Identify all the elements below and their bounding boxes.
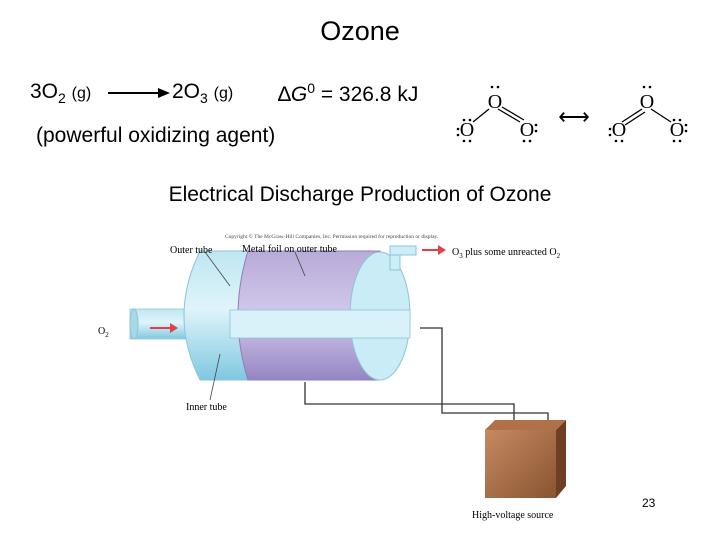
slide-title: Ozone	[320, 16, 400, 46]
gibbs-energy: ∆G0 = 326.8 kJ	[278, 80, 419, 106]
label-source: High-voltage source	[472, 510, 554, 521]
product-formula: 2O3 (g)	[172, 80, 234, 107]
label-output: O3 plus some unreacted O2	[452, 247, 561, 260]
atom-o-top-right: O	[640, 91, 654, 113]
page-number: 23	[642, 496, 656, 510]
subtitle: (powerful oxidizing agent)	[36, 124, 276, 147]
outlet-tube	[389, 245, 417, 256]
resonance-structures: O O O ⟷ O O O	[456, 85, 688, 143]
atom-o-right-left: O	[520, 119, 534, 141]
atom-o-left-left: O	[460, 119, 474, 141]
label-inner-tube: Inner tube	[186, 402, 227, 413]
label-outer-tube: Outer tube	[170, 245, 213, 256]
high-voltage-box	[485, 430, 556, 498]
inner-tube	[229, 309, 411, 339]
section-title: Electrical Discharge Production of Ozone	[168, 183, 552, 206]
atom-o-left-right: O	[612, 119, 626, 141]
copyright-note: Copyright © The McGraw-Hill Companies, I…	[225, 233, 439, 240]
reactant-formula: 3O2 (g)	[30, 80, 92, 107]
resonance-arrow: ⟷	[558, 104, 590, 129]
source-top	[485, 420, 566, 430]
atom-o-right-right: O	[670, 119, 684, 141]
reaction-arrow	[108, 88, 170, 98]
label-metal-foil: Metal foil on outer tube	[242, 244, 338, 255]
resonance-structure-right: O O O	[608, 85, 688, 143]
resonance-structure-left: O O O	[456, 85, 538, 143]
atom-o-top-left: O	[488, 91, 502, 113]
label-input: O2	[98, 326, 109, 339]
ozonizer-diagram: Copyright © The McGraw-Hill Companies, I…	[98, 233, 566, 521]
